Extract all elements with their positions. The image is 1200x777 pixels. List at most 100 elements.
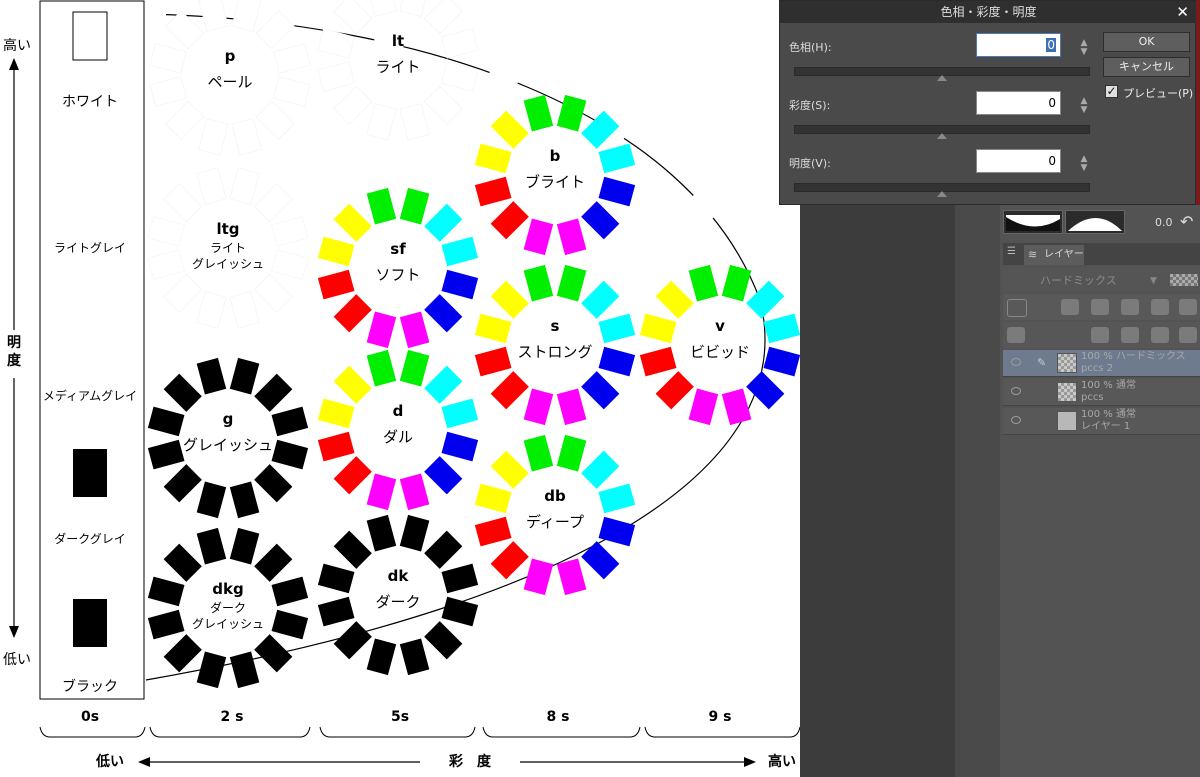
hue-segment	[598, 483, 636, 514]
hue-segment	[556, 388, 587, 426]
hue-segment	[556, 434, 587, 472]
hue-slider-thumb[interactable]	[937, 75, 947, 81]
hue-segment	[196, 651, 227, 689]
saturation-slider-thumb[interactable]	[937, 133, 947, 139]
layer-info: 100 % ハードミックス pccs 2	[1081, 351, 1186, 375]
saturation-axis-label: 彩 度	[448, 753, 492, 770]
arrow-down-icon	[9, 626, 19, 638]
layer-group-icon[interactable]	[1007, 327, 1025, 343]
hue-segment	[556, 218, 587, 256]
tone-name: ダーク	[210, 600, 246, 615]
hue-segment	[317, 398, 355, 429]
hue-segment	[556, 264, 587, 302]
hue-segment	[366, 187, 397, 225]
hue-spinner-icon[interactable]: ▲▼	[1080, 38, 1088, 57]
hue-segment	[763, 346, 800, 377]
hue-segment	[366, 103, 397, 141]
preview-checkbox[interactable]: ✓	[1105, 85, 1118, 98]
chevron-down-icon: ▼	[1150, 276, 1157, 286]
tone-code: lt	[392, 32, 404, 50]
hue-segment	[147, 609, 185, 640]
hue-segment	[333, 294, 372, 333]
layer-stack-icon: ≋	[1028, 248, 1038, 261]
hue-segment	[441, 61, 479, 92]
saturation-brace	[482, 726, 641, 738]
tone-name: グレイッシュ	[192, 257, 264, 271]
hue-input[interactable]: 0	[976, 33, 1061, 57]
mask-icon[interactable]	[1179, 327, 1197, 343]
preview-label: プレビュー(P)	[1123, 87, 1194, 100]
saturation-high-label: 高い	[768, 753, 796, 770]
eye-icon[interactable]	[1011, 387, 1021, 395]
hue-segment	[271, 406, 309, 437]
hue-segment	[229, 527, 260, 565]
layer-color-icon[interactable]	[1007, 299, 1027, 317]
cancel-button[interactable]: キャンセル	[1103, 57, 1190, 77]
saturation-label: 彩度(S):	[789, 99, 831, 112]
reset-icon[interactable]: ↶	[1180, 212, 1194, 231]
curve-preset-1[interactable]	[1003, 210, 1063, 234]
layer-thumbnail	[1057, 382, 1077, 402]
new-raster-layer-icon[interactable]	[1091, 327, 1109, 343]
layer-name: pccs	[1081, 392, 1104, 403]
saturation-tick: 9 s	[709, 709, 732, 725]
layer-row[interactable]: 100 % 通常 pccs	[1003, 379, 1200, 406]
hue-segment	[424, 621, 463, 660]
hue-segment	[254, 373, 293, 412]
lock-icon[interactable]	[1151, 299, 1169, 315]
tone-name: ライト	[375, 58, 420, 76]
new-vector-layer-icon[interactable]	[1121, 327, 1139, 343]
hsv-dialog: 色相・彩度・明度 ✕ 色相(H): 0 ▲▼ 彩度(S): 0 ▲▼ 明度(V)…	[779, 0, 1197, 205]
hue-segment	[317, 236, 355, 267]
tone-curve-area: 0.0 ↶	[1003, 210, 1200, 234]
hue-segment	[333, 530, 372, 569]
ok-button[interactable]: OK	[1103, 32, 1190, 52]
close-icon[interactable]: ✕	[1176, 3, 1189, 21]
layer-row[interactable]: 100 % 通常 レイヤー 1	[1003, 408, 1200, 435]
hue-segment	[163, 634, 202, 673]
layer-row[interactable]: ✎ 100 % ハードミックス pccs 2	[1003, 350, 1200, 377]
hue-segment	[196, 481, 227, 519]
eye-icon[interactable]	[1011, 416, 1021, 424]
hue-segment	[229, 651, 260, 689]
window-edge	[1196, 0, 1200, 205]
hue-segment	[441, 431, 479, 462]
hue-segment	[165, 100, 205, 140]
new-folder-icon[interactable]	[1151, 327, 1169, 343]
layer-mode: 100 % 通常	[1081, 380, 1136, 391]
hue-segment	[474, 176, 512, 207]
opacity-swatch[interactable]	[1170, 274, 1198, 286]
draft-icon[interactable]	[1121, 299, 1139, 315]
saturation-input[interactable]: 0	[976, 91, 1061, 115]
tone-code: b	[550, 147, 561, 165]
reference-icon[interactable]	[1091, 299, 1109, 315]
value-slider-thumb[interactable]	[937, 191, 947, 197]
saturation-spinner-icon[interactable]: ▲▼	[1080, 96, 1088, 115]
tone-name: ライト	[210, 241, 246, 255]
hue-segment	[147, 216, 185, 247]
hue-segment	[271, 576, 309, 607]
dark-gray-swatch	[73, 449, 107, 497]
curve-preset-2[interactable]	[1065, 210, 1125, 234]
tone-name: グレイッシュ	[183, 436, 273, 454]
hue-segment	[366, 349, 397, 387]
hue-segment	[399, 349, 430, 387]
hue-segment	[273, 43, 311, 74]
hue-segment	[231, 0, 262, 32]
value-spinner-icon[interactable]: ▲▼	[1080, 154, 1088, 173]
panel-menu-icon[interactable]: ☰	[1007, 246, 1016, 257]
value-input[interactable]: 0	[976, 149, 1061, 173]
hue-segment	[333, 203, 372, 242]
tab-layer[interactable]: ≋ レイヤー	[1024, 245, 1084, 265]
lock-alpha-icon[interactable]	[1179, 299, 1197, 315]
arrow-left-icon	[138, 757, 150, 767]
white-swatch	[72, 11, 108, 61]
eye-icon[interactable]	[1011, 358, 1021, 366]
clip-icon[interactable]	[1061, 299, 1079, 315]
saturation-tick: 5s	[391, 709, 409, 725]
blend-mode-select[interactable]: ハードミックス ▼	[1040, 273, 1160, 289]
hue-segment	[424, 456, 463, 495]
hue-segment	[474, 143, 512, 174]
